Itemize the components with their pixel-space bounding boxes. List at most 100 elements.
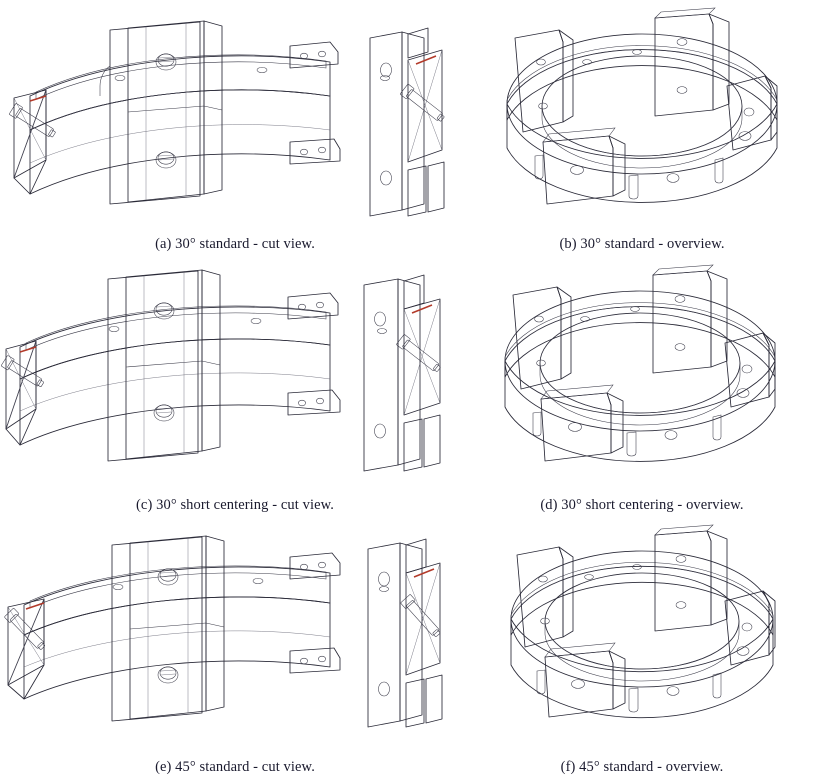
tab-bracket-lower-a: [289, 138, 341, 165]
cut-face-left-side-e: [7, 598, 45, 700]
ring-top-rim-f: [510, 550, 774, 688]
ring-block-right-d: [724, 332, 776, 408]
ring-top-hole-b-2: [632, 49, 642, 55]
right-flange-c: [363, 274, 441, 472]
ring-block-left-f: [516, 546, 574, 648]
band-lower-e: [23, 596, 331, 700]
cad-drawing-cut-e: [4, 535, 443, 728]
ring-top-hole-f-2: [632, 563, 642, 570]
bolt-right-a: [400, 83, 445, 122]
right-flange-side-a: [401, 31, 425, 211]
ring-outer-band-f: [510, 618, 774, 718]
right-flange-plate-e: [367, 542, 401, 728]
bolt-accent-e-right: [413, 567, 435, 578]
center-block-c: [107, 269, 221, 462]
center-block-face-a: [127, 20, 205, 203]
caption-e: (e) 45° standard - cut view.: [155, 758, 315, 775]
ring-band-hole-b-2: [666, 173, 680, 183]
section-hatch-a-left: [13, 89, 47, 179]
cad-render-c: [0, 261, 470, 493]
ring-band-hole-d-2: [664, 430, 678, 441]
tab-bracket-lower-c: [287, 389, 341, 416]
section-hatch-c-left: [5, 341, 37, 430]
ring-upper-band-f: [510, 565, 774, 636]
center-block-parting-a: [127, 105, 223, 113]
center-block-parting-c: [125, 361, 221, 368]
band-hole-c-3: [377, 328, 387, 335]
band-hole-e-1: [112, 583, 124, 590]
right-upper-finger-e: [405, 538, 427, 574]
right-finger-2-a: [427, 161, 445, 213]
band-seam-a: [29, 124, 331, 164]
right-finger-1-c: [403, 418, 423, 472]
cut-section-left-c: [1, 340, 44, 446]
right-flange-hole-lower-e: [378, 681, 390, 696]
center-block-hole-lower-a: [155, 151, 177, 169]
band-hole-e-2: [252, 577, 264, 584]
bolt-right-e: [400, 594, 441, 637]
cad-render-f: [470, 523, 814, 755]
center-block-hole-upper-c: [153, 302, 175, 320]
center-block-side-c: [201, 269, 221, 452]
cad-render-a: [0, 0, 470, 232]
center-block-side-a: [203, 20, 223, 195]
tab-bracket-upper-a: [289, 41, 339, 69]
center-block-hole-upper-a: [155, 53, 177, 71]
section-hatch-a-right: [407, 49, 443, 163]
bolt-left-c: [1, 355, 44, 388]
caption-b: (b) 30° standard - overview.: [559, 236, 725, 252]
band-upper-c: [19, 306, 331, 380]
subfigure-d: (d) 30° short centering - overview.: [470, 261, 814, 522]
right-flange-hole-lower-c: [374, 424, 386, 439]
band-rim-highlight-a: [35, 54, 327, 100]
ring-top-rim-d: [504, 290, 776, 432]
ring-band-hole-d-1: [736, 388, 750, 399]
bolt-accent-e-left: [25, 601, 45, 610]
cad-render-d: [470, 261, 814, 493]
cut-face-left-side-c: [5, 340, 37, 446]
bolt-accent-a-right: [415, 55, 437, 65]
center-block-fillet-a: [99, 65, 111, 96]
right-upper-finger-c: [403, 274, 425, 310]
ring-block-back-f: [654, 524, 728, 632]
bolt-left-a: [9, 103, 56, 138]
ring-dowel-pins-d: [532, 412, 722, 457]
tab-bracket-lower-e: [289, 647, 341, 674]
bolt-left-e: [4, 607, 45, 650]
right-flange-a: [369, 27, 445, 217]
caption-a: (a) 30° standard - cut view.: [155, 236, 315, 252]
ring-band-hole-b-1: [738, 131, 752, 141]
ring-block-back-d: [652, 264, 728, 374]
band-seam-e: [23, 630, 331, 667]
ring-band-hole-f-2: [666, 685, 680, 696]
right-finger-1-a: [407, 165, 427, 217]
ring-inner-wall-f: [544, 620, 740, 681]
center-block-ridges-c: [143, 272, 185, 458]
cad-render-e: [0, 523, 470, 755]
caption-f: (f) 45° standard - overview.: [560, 758, 724, 775]
center-block-parting-e: [129, 622, 225, 629]
subfigure-e: (e) 45° standard - cut view.: [0, 523, 470, 784]
center-block-backplate-a: [109, 21, 201, 205]
center-block-face-c: [125, 269, 203, 460]
band-hole-e-3: [379, 585, 389, 592]
right-flange-e: [367, 538, 443, 728]
band-rim-highlight-e: [29, 565, 327, 609]
right-flange-hole-upper-a: [380, 62, 392, 78]
band-hole-c-1: [108, 326, 120, 333]
right-upper-finger-a: [407, 27, 429, 59]
cad-drawing-ring-f: [510, 524, 776, 718]
center-block-ridges-a: [145, 23, 187, 200]
bolt-accent-c-left: [19, 346, 37, 354]
ring-block-right-f: [724, 590, 776, 666]
center-block-hole-lower-e: [157, 666, 179, 683]
center-block-a: [99, 20, 223, 205]
ring-block-left-d: [512, 286, 572, 390]
ring-block-right-b: [726, 75, 778, 151]
right-flange-hole-upper-c: [374, 312, 386, 327]
ring-top-rim-b: [506, 33, 778, 175]
section-hatch-e-right: [405, 562, 441, 675]
right-flange-plate-c: [363, 278, 399, 472]
center-block-e: [111, 535, 225, 722]
